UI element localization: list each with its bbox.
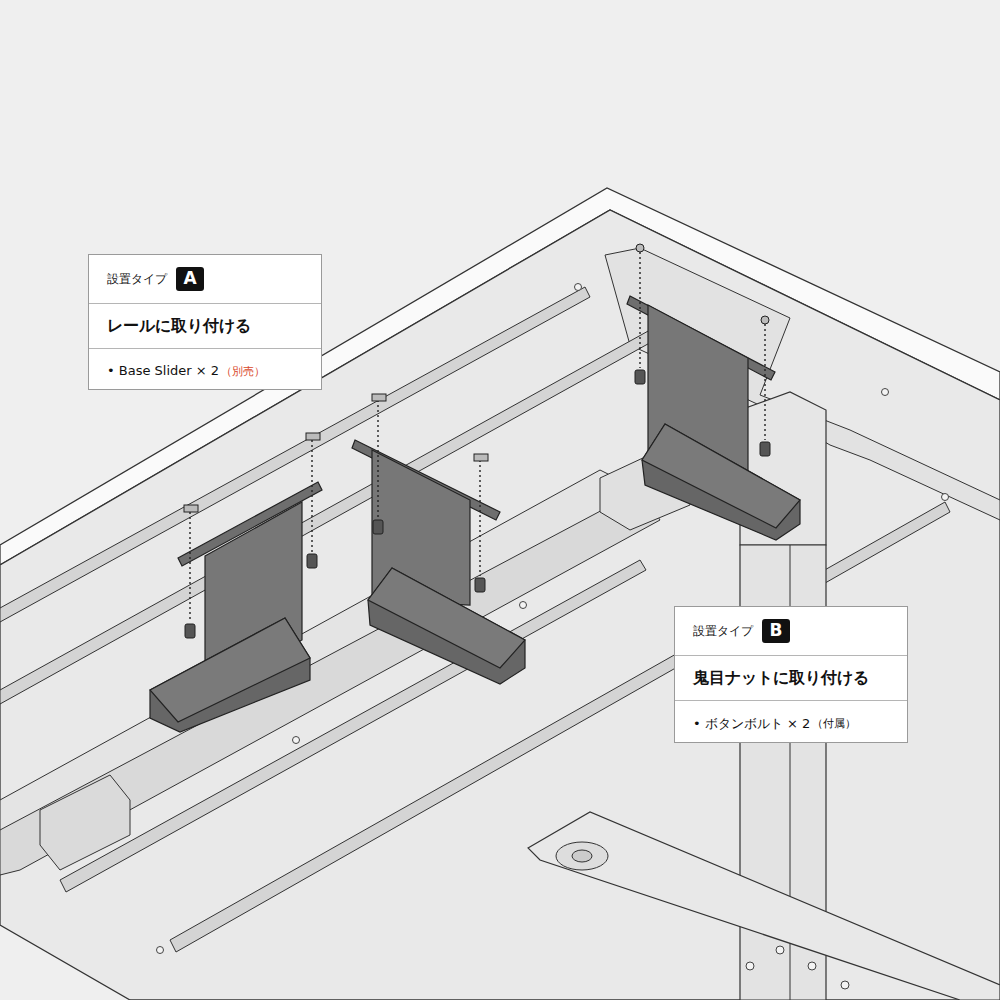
- type-label: 設置タイプ: [107, 271, 167, 288]
- type-label: 設置タイプ: [693, 623, 753, 640]
- row-divider: [89, 303, 321, 304]
- type-badge: A: [176, 267, 204, 291]
- part-note: （別売）: [221, 365, 265, 379]
- callout-panel: 設置タイプ鬼目ナットに取り付ける • ボタンボルト × 2（付属） B: [674, 606, 908, 743]
- row-divider: [675, 655, 907, 656]
- part-note: （付属）: [812, 717, 856, 731]
- type-badge: B: [762, 619, 790, 643]
- mount-method: レールに取り付ける: [107, 316, 251, 337]
- part-item: • ボタンボルト × 2: [693, 715, 810, 733]
- row-divider: [89, 348, 321, 349]
- mount-method: 鬼目ナットに取り付ける: [693, 668, 869, 689]
- callout-panel: 設置タイプレールに取り付ける • Base Slider × 2（別売） A: [88, 254, 322, 390]
- badge-letter: B: [762, 619, 790, 641]
- row-divider: [675, 700, 907, 701]
- badge-letter: A: [176, 267, 204, 289]
- part-item: • Base Slider × 2: [107, 363, 219, 378]
